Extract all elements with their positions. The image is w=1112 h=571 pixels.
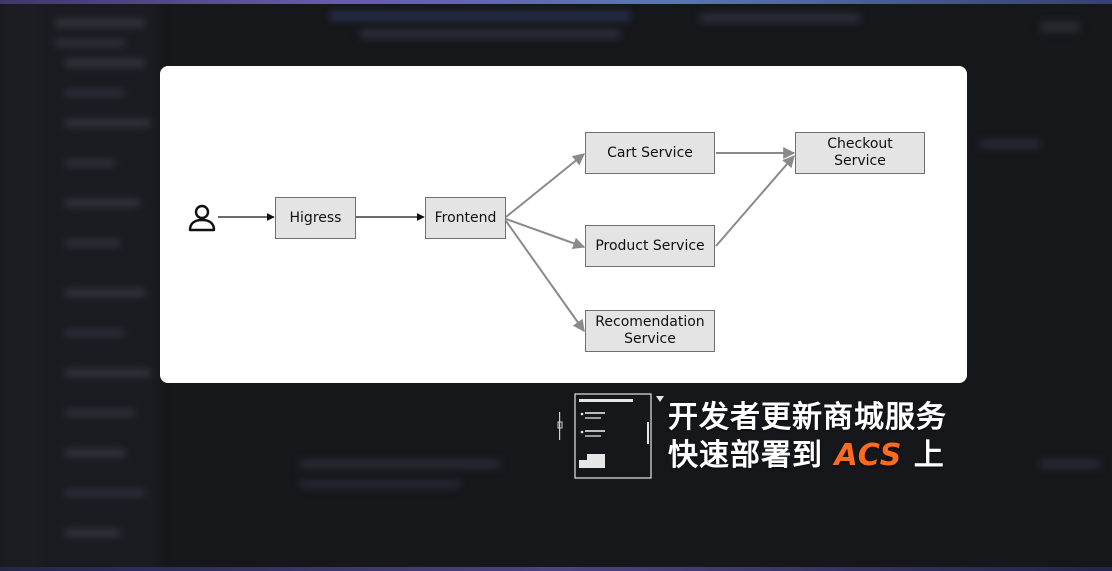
node-higress-label: Higress	[289, 209, 342, 226]
node-checkout-service-label: Checkout Service	[827, 136, 893, 169]
ui-window-icon	[557, 393, 664, 479]
node-product-service-label: Product Service	[595, 237, 705, 254]
caption-line-2: 快速部署到 ACS 上	[668, 437, 947, 475]
node-cart-service-label: Cart Service	[607, 144, 693, 161]
node-frontend: Frontend	[425, 197, 506, 239]
top-glow-bar	[0, 0, 1112, 4]
edge-product-checkout	[715, 155, 795, 247]
caption-line-1: 开发者更新商城服务	[668, 400, 947, 435]
node-cart-service: Cart Service	[585, 132, 715, 174]
caption-line-2-prefix: 快速部署到	[668, 438, 835, 473]
caption: 开发者更新商城服务 快速部署到 ACS 上	[668, 399, 947, 475]
node-higress: Higress	[275, 197, 356, 239]
node-product-service: Product Service	[585, 225, 715, 267]
node-recommendation-service-label: Recomendation Service	[595, 314, 705, 347]
architecture-diagram-card: Higress Frontend Cart Service Product Se…	[160, 66, 967, 383]
edge-frontend-recommendation	[505, 220, 585, 332]
user-icon	[188, 204, 216, 232]
caption-line-2-suffix: 上	[902, 438, 945, 473]
caption-accent-acs: ACS	[834, 438, 903, 473]
node-checkout-service: Checkout Service	[795, 132, 925, 174]
edge-frontend-cart	[505, 153, 585, 218]
node-frontend-label: Frontend	[434, 209, 497, 226]
diagram-edges	[218, 147, 796, 332]
bottom-glow-bar	[0, 567, 1112, 571]
node-recommendation-service: Recomendation Service	[585, 310, 715, 352]
edge-frontend-product	[505, 218, 586, 249]
